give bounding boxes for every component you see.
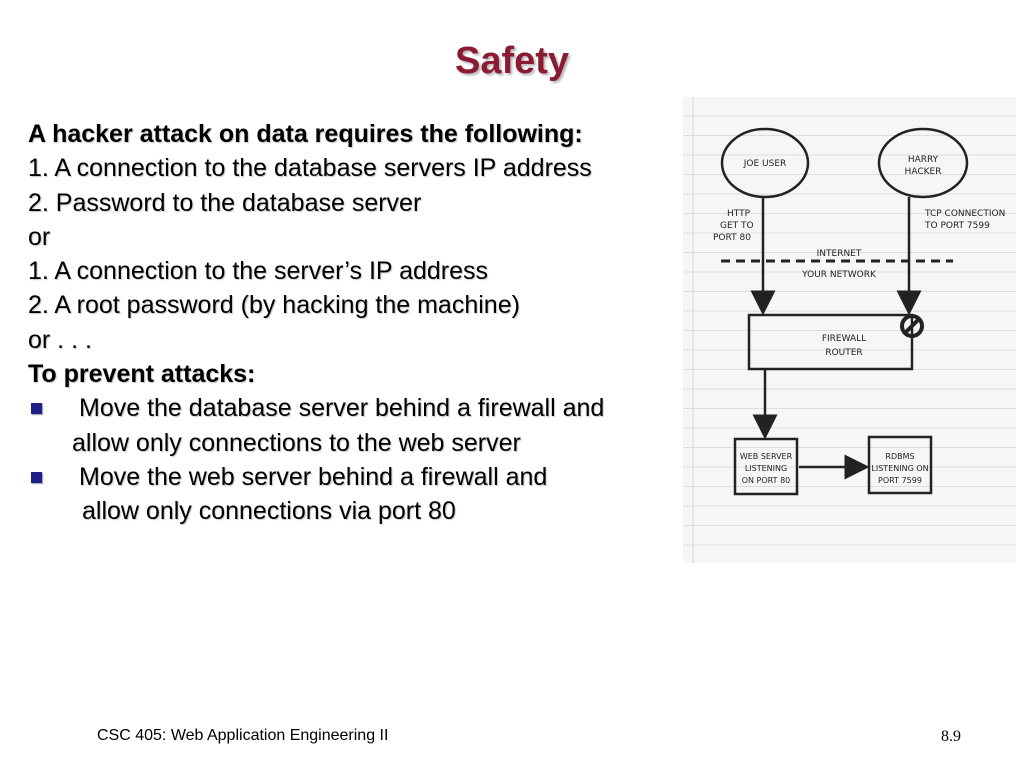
requirement-line: 1. A connection to the server’s IP addre… — [28, 257, 489, 286]
internet-label: INTERNET — [817, 249, 862, 259]
bullet-continuation: allow only connections to the web server — [72, 428, 521, 457]
slide-body: A hacker attack on data requires the fol… — [28, 117, 688, 529]
your-network-label: YOUR NETWORK — [801, 270, 877, 280]
square-bullet-icon — [31, 471, 42, 483]
firewall-label: FIREWALL — [822, 334, 866, 344]
web-server-label: LISTENING — [745, 464, 787, 473]
rdbms-label: LISTENING ON — [871, 464, 928, 473]
web-server-box — [733, 437, 799, 496]
bullet-continuation: allow only connections via port 80 — [82, 497, 456, 526]
web-server-label: WEB SERVER — [740, 452, 793, 461]
prevention-heading: To prevent attacks: — [28, 360, 256, 389]
ruled-lines — [683, 97, 1016, 563]
requirement-line: 2. Password to the database server — [28, 188, 422, 217]
firewall-box — [747, 313, 914, 371]
bullet-text: Move the web server behind a firewall an… — [79, 462, 548, 491]
joe-user-node — [720, 127, 810, 199]
rdbms-label: PORT 7599 — [878, 476, 922, 485]
harry-hacker-label: HACKER — [905, 167, 942, 177]
slide-title: Safety — [454, 40, 570, 82]
bullet-text: Move the database server behind a firewa… — [79, 394, 605, 423]
requirement-line: 2. A root password (by hacking the machi… — [28, 291, 520, 320]
or-separator: or — [28, 222, 51, 251]
requirement-line: 1. A connection to the database servers … — [28, 154, 592, 183]
network-diagram: JOE USER HARRY HACKER HTTP GET TO PORT 8… — [683, 97, 1016, 563]
rdbms-box — [867, 435, 933, 495]
joe-user-label: JOE USER — [743, 159, 787, 169]
http-label: HTTP — [727, 209, 751, 219]
bullet-item: Move the web server behind a firewall an… — [28, 460, 688, 494]
tcp-label: TO PORT 7599 — [924, 221, 990, 231]
square-bullet-icon — [31, 403, 42, 415]
harry-hacker-label: HARRY — [908, 155, 939, 165]
footer-page-number: 8.9 — [941, 728, 961, 745]
tcp-label: TCP CONNECTION — [924, 209, 1005, 219]
or-ellipsis: or . . . — [28, 325, 92, 354]
requirements-heading: A hacker attack on data requires the fol… — [28, 120, 583, 148]
rdbms-label: RDBMS — [885, 452, 914, 461]
footer-course: CSC 405: Web Application Engineering II — [97, 727, 389, 744]
blocked-icon — [900, 314, 924, 338]
http-label: GET TO — [720, 221, 754, 231]
bullet-item: Move the database server behind a firewa… — [28, 391, 688, 425]
web-server-label: ON PORT 80 — [742, 476, 791, 485]
firewall-label: ROUTER — [825, 348, 862, 358]
blocked-icon-slash — [903, 317, 921, 335]
http-label: PORT 80 — [713, 233, 751, 243]
harry-hacker-node — [877, 127, 969, 199]
